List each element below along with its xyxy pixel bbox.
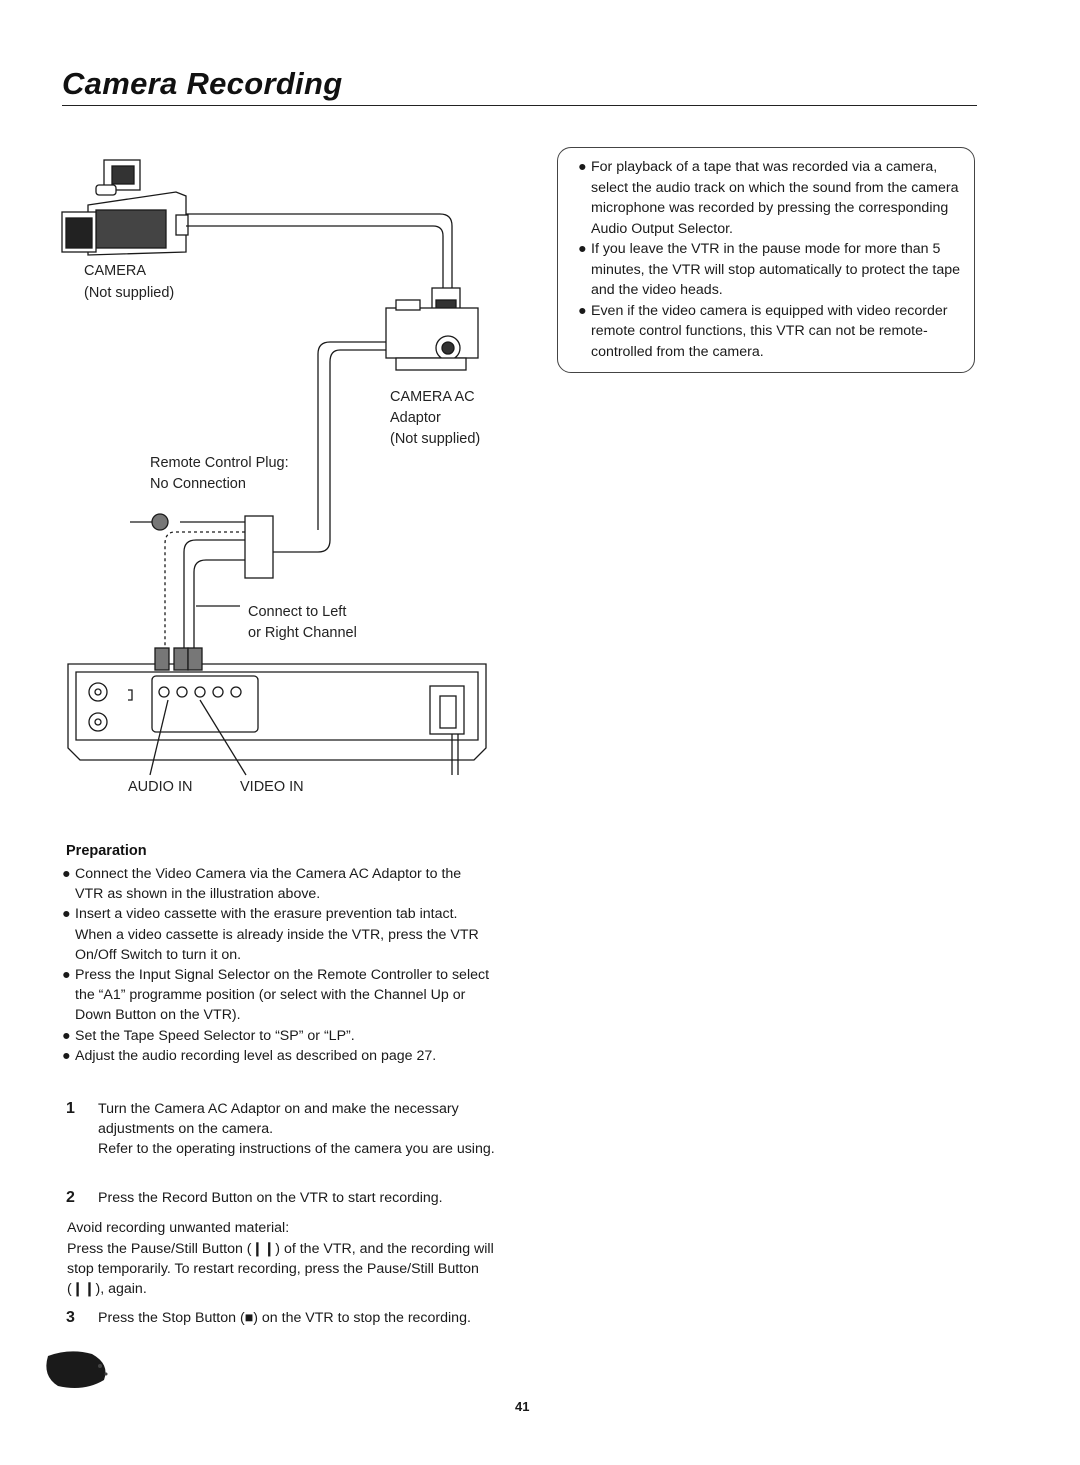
adaptor-cable-inner — [272, 349, 386, 553]
preparation-heading: Preparation — [66, 843, 147, 859]
adaptor-label: CAMERA AC — [390, 389, 475, 405]
prep-item: ●Set the Tape Speed Selector to “SP” or … — [62, 1026, 492, 1046]
alt-audio-cable — [164, 531, 245, 650]
video-in-leader — [199, 699, 247, 776]
adaptor-cable — [317, 341, 386, 530]
video-in-label: VIDEO IN — [240, 779, 304, 795]
adaptor-label-2: Adaptor — [390, 410, 441, 426]
camera-cable — [186, 213, 453, 290]
audio-in-label: AUDIO IN — [128, 779, 193, 795]
note-text: For playback of a tape that was recorded… — [591, 159, 959, 237]
note-text: If you leave the VTR in the pause mode f… — [591, 241, 961, 298]
vtr-rear-panel — [67, 647, 487, 775]
prep-text: Adjust the audio recording level as desc… — [75, 1047, 437, 1064]
remote-plug-note: No Connection — [150, 476, 246, 492]
bullet-icon: ● — [578, 159, 587, 175]
remote-plug-label: Remote Control Plug: — [150, 455, 289, 471]
step-number: 2 — [66, 1189, 75, 1206]
step-subtext: Refer to the operating instructions of t… — [98, 1141, 495, 1158]
adaptor-note: (Not supplied) — [390, 431, 481, 447]
step-text: Press the Stop Button (■) on the VTR to … — [98, 1310, 471, 1326]
note-item: ●If you leave the VTR in the pause mode … — [578, 239, 968, 301]
note-text: Even if the video camera is equipped wit… — [591, 302, 948, 360]
preparation-list: ●Connect the Video Camera via the Camera… — [62, 864, 492, 1066]
bullet-icon: ● — [62, 967, 71, 984]
step-1: 1 Turn the Camera AC Adaptor on and make… — [66, 1099, 496, 1160]
connect-label: Connect to Left — [248, 604, 347, 620]
step-3: 3 Press the Stop Button (■) on the VTR t… — [66, 1308, 496, 1328]
note-item: ●Even if the video camera is equipped wi… — [578, 301, 968, 363]
bullet-icon: ● — [62, 1027, 71, 1044]
step-number: 3 — [66, 1309, 75, 1326]
bullet-icon: ● — [578, 302, 587, 319]
bullet-icon: ● — [62, 906, 71, 923]
notes-list: ●For playback of a tape that was recorde… — [578, 157, 968, 362]
camera-note: (Not supplied) — [84, 285, 175, 301]
connect-label-2: or Right Channel — [248, 625, 357, 641]
page-number: 41 — [515, 1399, 530, 1414]
prep-text: Set the Tape Speed Selector to “SP” or “… — [75, 1027, 355, 1044]
notes-box — [557, 147, 975, 373]
bullet-icon: ● — [62, 866, 71, 882]
bullet-icon: ● — [578, 241, 587, 257]
step-text: Turn the Camera AC Adaptor on and make t… — [98, 1101, 459, 1138]
camera-illustration — [61, 159, 189, 256]
note-item: ●For playback of a tape that was recorde… — [578, 157, 968, 239]
prep-text: Insert a video cassette with the erasure… — [75, 906, 458, 923]
prep-text: Press the Input Signal Selector on the R… — [75, 967, 490, 1024]
camera-label: CAMERA — [84, 263, 147, 279]
junction-box — [130, 513, 274, 579]
step-number: 1 — [66, 1100, 75, 1117]
camera-cable-inner — [186, 225, 444, 290]
page-title: Camera Recording — [62, 66, 343, 101]
audio-in-leader — [149, 699, 169, 776]
scan-smudge — [46, 1351, 108, 1388]
audio-cable — [183, 539, 245, 650]
title-rule — [62, 105, 977, 106]
connection-diagram — [61, 159, 487, 776]
step-2: 2 Press the Record Button on the VTR to … — [66, 1188, 496, 1208]
prep-item: ●Press the Input Signal Selector on the … — [62, 965, 492, 1026]
prep-item: ●Insert a video cassette with the erasur… — [62, 904, 492, 965]
avoid-heading: Avoid recording unwanted material: — [67, 1220, 290, 1236]
prep-followup-text: When a video cassette is already inside … — [75, 926, 479, 963]
avoid-text: Press the Pause/Still Button (❙❙) of the… — [67, 1241, 494, 1298]
step-text: Press the Record Button on the VTR to st… — [98, 1190, 443, 1206]
video-cable — [193, 559, 245, 650]
prep-item: ●Adjust the audio recording level as des… — [62, 1046, 492, 1066]
ac-adaptor-illustration — [385, 287, 479, 371]
prep-text: Connect the Video Camera via the Camera … — [75, 866, 462, 903]
prep-item: ●Connect the Video Camera via the Camera… — [62, 864, 492, 904]
bullet-icon: ● — [62, 1047, 71, 1064]
